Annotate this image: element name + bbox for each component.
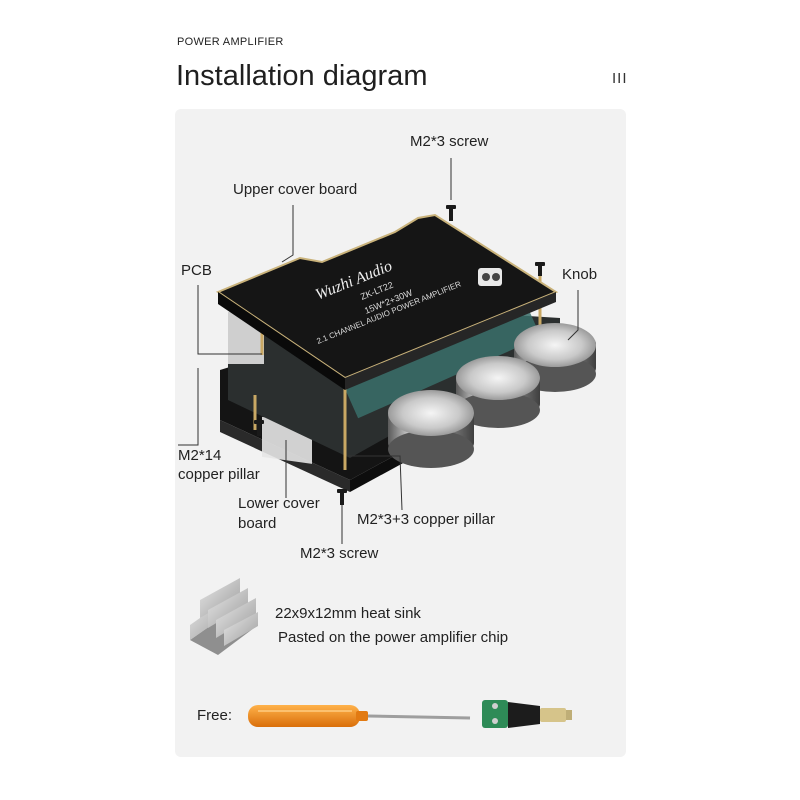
screw-top: [446, 205, 456, 221]
upper-cover-board: Wuzhi Audio ZK-LT22 15W*2+30W 2.1 CHANNE…: [215, 213, 559, 390]
knob-left: [388, 390, 474, 468]
label-pcb: PCB: [181, 262, 212, 279]
menu-icon[interactable]: III: [612, 70, 628, 87]
eyebrow-label: POWER AMPLIFIER: [177, 36, 284, 48]
screw-left: [254, 420, 264, 436]
knob-middle: [456, 356, 540, 428]
page-title: Installation diagram: [176, 60, 428, 92]
heat-sink-size-label: 22x9x12mm heat sink: [275, 605, 421, 622]
dc-jack-adapter: [482, 700, 572, 728]
leader-lines: [178, 158, 579, 544]
knob-right: [514, 323, 596, 392]
label-knob: Knob: [562, 266, 598, 283]
screwdriver: [248, 705, 471, 727]
label-lower-cover-line2: board: [238, 515, 277, 532]
label-lower-cover-line1: Lower cover: [238, 495, 320, 512]
label-screw-bottom: M2*3 screw: [300, 545, 379, 562]
label-pillar-33: M2*3+3 copper pillar: [357, 511, 495, 528]
free-items-label: Free:: [197, 707, 233, 724]
label-upper-cover: Upper cover board: [233, 181, 358, 198]
heat-sink: [190, 578, 258, 655]
heat-sink-note-label: Pasted on the power amplifier chip: [278, 629, 509, 646]
label-screw-top: M2*3 screw: [410, 133, 489, 150]
screw-bottom: [337, 489, 347, 505]
screw-right: [535, 262, 545, 276]
label-pillar-14-line2: copper pillar: [178, 466, 260, 483]
label-pillar-14-line1: M2*14: [178, 447, 222, 464]
